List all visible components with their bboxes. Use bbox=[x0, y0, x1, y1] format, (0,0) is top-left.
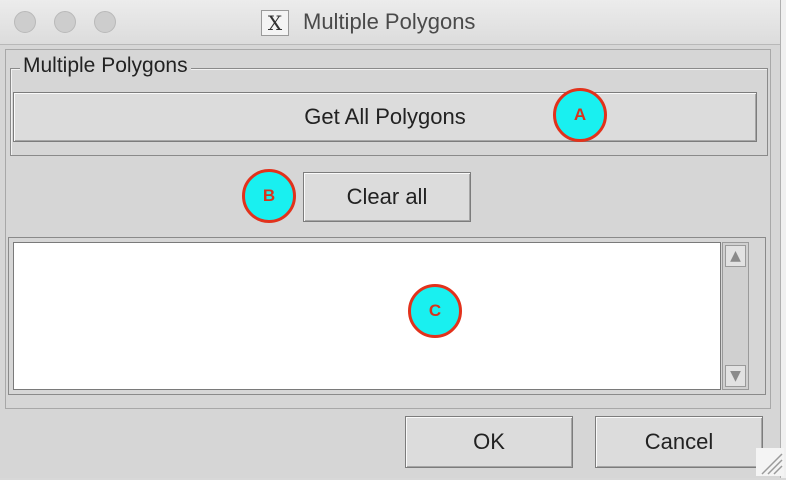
scroll-down-arrow-icon[interactable]: ▼ bbox=[725, 365, 746, 387]
polygons-group-box bbox=[10, 68, 768, 156]
get-all-polygons-button[interactable]: Get All Polygons bbox=[13, 92, 757, 142]
annotation-marker-a: A bbox=[553, 88, 607, 142]
clear-all-button[interactable]: Clear all bbox=[303, 172, 471, 222]
polygon-list[interactable] bbox=[13, 242, 721, 390]
resize-grip-icon[interactable] bbox=[756, 448, 784, 476]
x11-icon: X bbox=[261, 10, 289, 36]
scroll-up-arrow-icon[interactable]: ▲ bbox=[725, 245, 746, 267]
window-title: Multiple Polygons bbox=[303, 9, 476, 34]
annotation-marker-b: B bbox=[242, 169, 296, 223]
annotation-marker-c: C bbox=[408, 284, 462, 338]
ok-button[interactable]: OK bbox=[405, 416, 573, 468]
list-scrollbar[interactable]: ▲ ▼ bbox=[722, 242, 749, 390]
dialog-frame bbox=[5, 49, 771, 409]
close-window-button[interactable] bbox=[14, 11, 36, 33]
title-bar[interactable]: X Multiple Polygons bbox=[0, 0, 780, 45]
zoom-window-button[interactable] bbox=[94, 11, 116, 33]
cancel-button[interactable]: Cancel bbox=[595, 416, 763, 468]
group-legend: Multiple Polygons bbox=[20, 54, 191, 78]
minimize-window-button[interactable] bbox=[54, 11, 76, 33]
background-window-edge bbox=[780, 0, 786, 478]
